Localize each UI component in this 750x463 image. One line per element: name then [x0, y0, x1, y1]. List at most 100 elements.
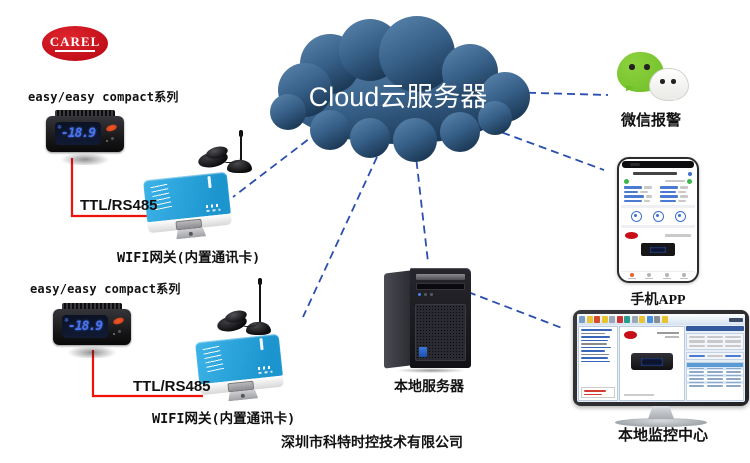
drive-bay: [416, 283, 465, 290]
series-label-1: easy/easy compact系列: [28, 90, 179, 104]
data-panel: [686, 326, 744, 401]
phone-status-bar: [622, 161, 694, 168]
toolbar-icon: [631, 316, 638, 323]
monitor-toolbar: [577, 314, 745, 325]
carel-mini-logo: [624, 331, 637, 339]
cloud-server: Cloud云服务器: [270, 14, 534, 166]
nav-item: [680, 272, 689, 279]
toggle-row: [686, 351, 744, 360]
dashed-link-cloud-to-local-server: [414, 147, 429, 263]
carel-logo-underline: [55, 50, 95, 52]
snowflake-icon: ❄: [57, 125, 63, 131]
intel-badge: [419, 347, 427, 357]
monitor-center-device: [573, 310, 749, 427]
phone-refresh-row: [624, 178, 692, 184]
antenna-cable: [224, 154, 240, 163]
phone-bottom-nav: [621, 270, 695, 279]
antenna-magnetic-base: [227, 160, 252, 173]
records-table-header: [687, 362, 743, 367]
toolbar-icon: [661, 316, 668, 323]
carel-mini-logo: [625, 232, 638, 239]
serial-link-controller-1-to-gateway-1: [70, 158, 151, 218]
server-shadow: [384, 367, 478, 374]
toolbar-icon: [609, 316, 615, 323]
records-table: [686, 361, 744, 401]
controller-reflection: [57, 347, 127, 358]
detail-text-bar: [657, 332, 679, 334]
function-icon: [652, 211, 664, 222]
gateway-led-captions: [258, 370, 273, 375]
gateway-label-1: WIFI网关(内置通讯卡): [117, 250, 261, 266]
function-icon: [674, 211, 686, 222]
controller-led-2: [106, 140, 108, 142]
server-front-panel: [410, 268, 471, 368]
cloud-label: Cloud云服务器: [309, 82, 488, 112]
nav-item: [662, 272, 671, 279]
controller-terminal-pins: [55, 110, 115, 116]
dashed-link-cloud-to-gateway-2-antenna: [302, 156, 378, 318]
detail-text-bar: [665, 336, 679, 338]
phone-label: 手机APP: [630, 293, 686, 308]
toolbar-icon: [639, 316, 645, 323]
gateway-label-print: [202, 345, 225, 373]
tree-alarm-box: [581, 387, 615, 398]
toolbar-icon: [579, 316, 585, 323]
antenna-pole: [239, 132, 242, 164]
cloud-shape: Cloud云服务器: [270, 16, 530, 162]
controller-led-2: [113, 333, 115, 335]
controller-terminal-pins: [62, 303, 122, 309]
detail-footer-bar: [624, 394, 654, 396]
wechat-label: 微信报警: [620, 113, 681, 129]
controller-body: ❄ -18.9: [53, 309, 131, 345]
phone-parameter-grid: [624, 186, 692, 202]
controller-photo-thumbnail: [631, 353, 673, 370]
toolbar-icon: [624, 316, 630, 323]
phone-device-card: [625, 232, 691, 239]
phone-app-device: [617, 157, 699, 283]
phone-controller-thumbnail: [641, 243, 675, 256]
controller-led: [111, 137, 114, 140]
snowflake-icon: ❄: [64, 318, 70, 324]
phone-section-divider: [621, 205, 695, 208]
gateway-label-2: WIFI网关(内置通讯卡): [152, 411, 296, 427]
server-label: 本地服务器: [394, 380, 464, 395]
bus-label-2: TTL/RS485: [133, 378, 211, 395]
antenna-cable: [243, 318, 259, 327]
controller-1: ❄ -18.9: [46, 110, 124, 165]
gateway-brand-print: [207, 175, 212, 189]
gateway-status-leds: [257, 365, 273, 371]
controller-temperature-readout: -18.9: [60, 126, 96, 141]
toolbar-icon: [586, 316, 593, 323]
nav-item: [645, 272, 654, 279]
toolbar-icon: [594, 316, 600, 323]
phone-title-row: [624, 171, 692, 176]
monitor-bezel: [573, 310, 749, 406]
nav-item: [627, 272, 636, 279]
controller-led: [118, 330, 121, 333]
toolbar-icon: [601, 316, 608, 323]
gateway-led-captions: [206, 208, 221, 213]
monitor-app-logo: [729, 317, 743, 322]
toolbar-icon: [646, 316, 653, 323]
device-tree-panel: [578, 326, 618, 401]
monitor-screen: [577, 314, 745, 402]
gateway-status-leds: [205, 203, 221, 209]
serial-link-controller-2-to-gateway-2: [91, 350, 203, 398]
dashed-link-local-server-to-monitor-center: [467, 291, 563, 329]
phone-function-icons: [625, 211, 691, 222]
data-panel-header: [686, 326, 744, 331]
monitor-stand: [648, 406, 674, 419]
bus-label-1: TTL/RS485: [80, 197, 158, 214]
dashed-link-cloud-to-phone-app: [489, 127, 605, 171]
local-server-tower: [384, 268, 478, 374]
gateway-brand-print: [259, 337, 264, 351]
monitor-label: 本地监控中心: [617, 428, 708, 444]
controller-temperature-readout: -18.9: [67, 319, 103, 334]
monitor-app-body: [577, 325, 745, 402]
controller-button: [105, 123, 118, 133]
toolbar-icon: [616, 316, 623, 323]
wechat-icon: [613, 50, 693, 110]
device-detail-panel: [619, 326, 685, 401]
controller-display: ❄ -18.9: [55, 122, 101, 145]
